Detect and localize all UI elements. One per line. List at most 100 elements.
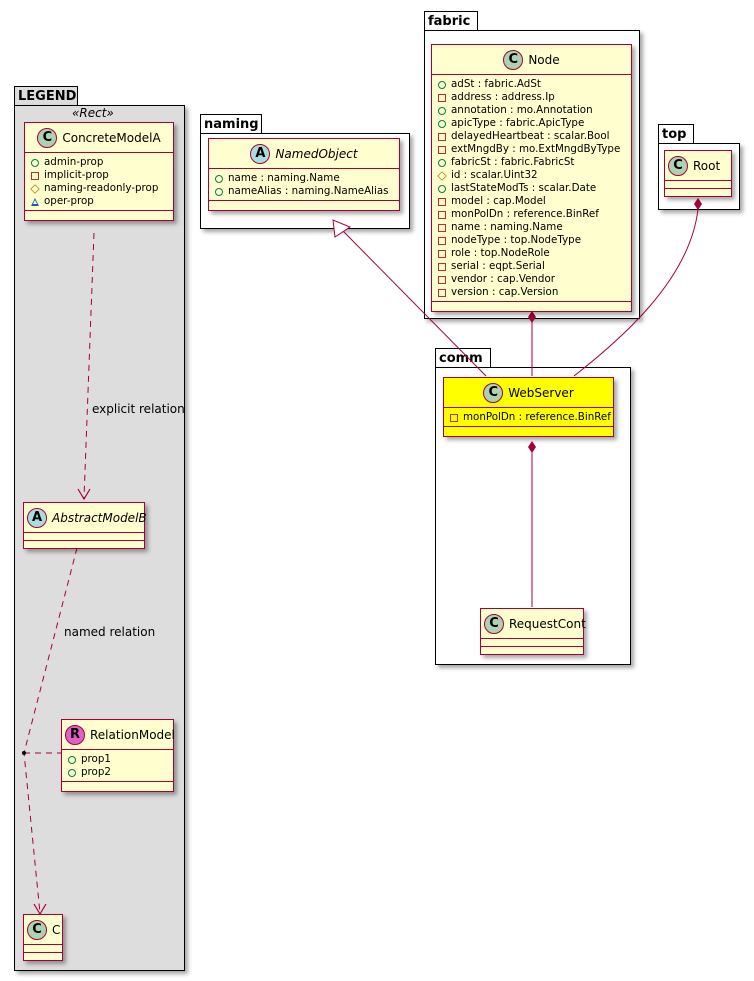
abstract-class-icon: A [250,143,271,164]
attribute: name : naming.Name [215,172,393,185]
method-compartment [444,427,613,436]
class-c[interactable]: C C [23,914,63,961]
attribute-text: adSt : fabric.AdSt [451,78,541,90]
public-visibility-icon [438,106,446,115]
attribute-text: implicit-prop [44,169,109,181]
legend-stereotype: «Rect» [72,106,114,120]
private-visibility-icon [438,262,446,271]
public-visibility-icon [215,187,223,196]
protected-visibility-icon [437,170,447,181]
attribute-compartment [24,945,62,953]
attribute: adSt : fabric.AdSt [438,78,625,91]
private-visibility-icon [31,171,39,180]
composition-diamond-icon [528,441,536,453]
attribute: delayedHeartbeat : scalar.Bool [438,130,625,143]
class-c-icon: C [484,613,504,634]
attribute-text: extMngdBy : mo.ExtMngdByType [451,143,621,155]
attribute: monPolDn : reference.BinRef [438,208,625,221]
package-visibility-icon [31,197,39,206]
attribute: address : address.Ip [438,91,625,104]
attribute: naming-readonly-prop [30,182,167,195]
class-c-icon: C [503,49,524,70]
attribute-text: annotation : mo.Annotation [451,104,593,116]
attribute-text: address : address.Ip [451,91,555,103]
method-compartment [665,189,731,196]
attribute-list: monPolDn : reference.BinRef [444,408,613,427]
class-name: WebServer [508,385,574,400]
class-name: RequestCont [509,616,586,631]
public-visibility-icon [438,158,446,167]
attribute: vendor : cap.Vendor [438,273,625,286]
attribute-compartment [665,181,731,189]
attribute-text: naming-readonly-prop [44,182,159,194]
attribute: serial : eqpt.Serial [438,260,625,273]
attribute: admin-prop [31,156,167,169]
public-visibility-icon [68,768,76,777]
attribute-text: lastStateModTs : scalar.Date [451,182,597,194]
public-visibility-icon [438,184,446,193]
package-tab-comm: comm [435,348,491,369]
method-compartment [481,647,583,654]
attribute-text: fabricSt : fabric.FabricSt [451,156,575,168]
private-visibility-icon [438,210,446,219]
attribute: prop1 [68,753,167,766]
abstract-class-icon: A [27,507,47,528]
attribute: monPolDn : reference.BinRef [450,411,611,424]
class-root[interactable]: C Root [664,150,732,197]
attribute: prop2 [68,766,167,779]
method-compartment [25,211,173,220]
class-relation-model[interactable]: R RelationModel prop1 prop2 [61,719,175,792]
class-abstract-model-b[interactable]: A AbstractModelB [23,502,147,549]
class-name: NamedObject [275,146,358,161]
edge-label-named: named relation [64,625,156,639]
attribute: implicit-prop [31,169,167,182]
edge-label-explicit: explicit relation [92,402,185,416]
package-tab-legend: LEGEND [14,86,78,107]
class-name: RelationModel [90,727,175,742]
class-webserver[interactable]: C WebServer monPolDn : reference.BinRef [443,377,614,437]
class-name: ConcreteModelA [62,130,161,145]
class-named-object[interactable]: A NamedObject name : naming.Name nameAli… [208,138,400,211]
attribute: nameAlias : naming.NameAlias [215,185,393,198]
private-visibility-icon [438,145,446,154]
attribute: fabricSt : fabric.FabricSt [438,156,625,169]
attribute: id : scalar.Uint32 [437,169,625,182]
class-c-icon: C [27,919,47,940]
attribute-text: serial : eqpt.Serial [451,260,545,272]
private-visibility-icon [438,132,446,141]
private-visibility-icon [438,288,446,297]
protected-visibility-icon [30,183,40,194]
attribute-text: name : naming.Name [451,221,563,233]
attribute: model : cap.Model [438,195,625,208]
attribute-text: name : naming.Name [228,172,340,184]
public-visibility-icon [215,174,223,183]
edge-inheritance [342,230,487,377]
attribute: version : cap.Version [438,286,625,299]
private-visibility-icon [438,223,446,232]
attribute-list: prop1 prop2 [62,750,173,782]
attribute: nodeType : top.NodeType [438,234,625,247]
attribute-text: delayedHeartbeat : scalar.Bool [451,130,610,142]
attribute: oper-prop [31,195,167,208]
attribute-text: nameAlias : naming.NameAlias [228,185,389,197]
attribute-text: prop2 [81,766,111,778]
class-requestcont[interactable]: C RequestCont [480,608,586,655]
class-concrete-model-a[interactable]: C ConcreteModelA admin-prop implicit-pro… [24,122,174,221]
class-c-icon: C [483,382,504,403]
method-compartment [432,302,631,311]
attribute-text: monPolDn : reference.BinRef [463,411,611,423]
association-point [22,751,26,755]
composition-diamond-icon [528,311,536,323]
inheritance-arrowhead-icon [332,219,352,238]
attribute-compartment [481,639,583,647]
private-visibility-icon [438,249,446,258]
method-compartment [209,201,399,210]
attribute-compartment [24,533,144,541]
attribute-list: name : naming.Name nameAlias : naming.Na… [209,169,399,201]
attribute: role : top.NodeRole [438,247,625,260]
attribute: name : naming.Name [438,221,625,234]
attribute-list: admin-prop implicit-prop naming-readonly… [25,153,173,211]
